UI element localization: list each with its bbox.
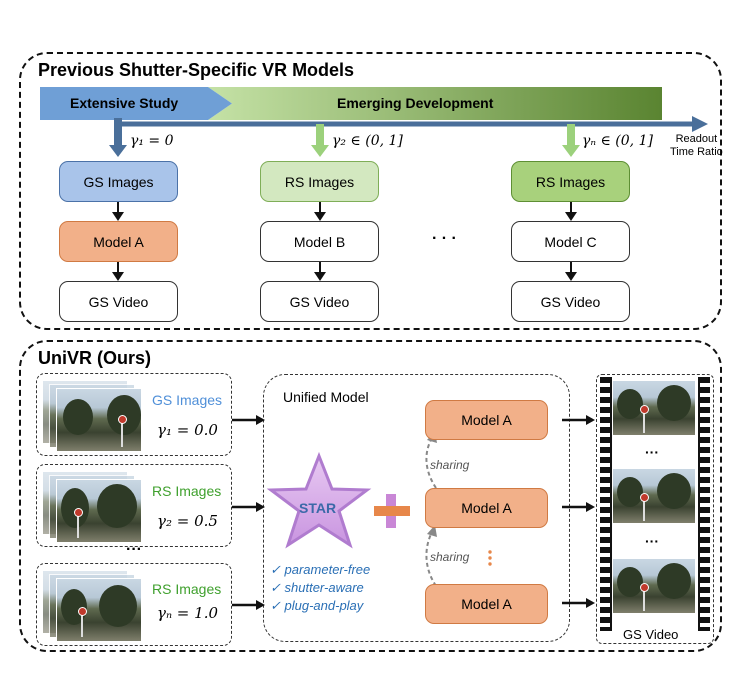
landscape-thumbnail [56, 388, 142, 452]
output-label: GS Video [620, 627, 682, 642]
input-frames-1 [42, 380, 142, 454]
landscape-thumbnail [56, 479, 142, 543]
feature-item: ✓ shutter-aware [270, 580, 364, 595]
input-label-3: RS Images [152, 581, 222, 597]
film-ellipsis-1: ··· [645, 444, 659, 460]
shared-model-3: Model A [425, 584, 548, 624]
univr-panel [19, 340, 722, 652]
axis-label-line1: Readout [675, 133, 718, 145]
axis-label: Readout Time Ratio [670, 133, 723, 159]
input-gamma-3: γₙ = 1.0 [157, 604, 219, 622]
star-shape [266, 451, 372, 549]
timeline-green-segment [208, 87, 662, 120]
previous-models-panel [19, 52, 722, 330]
col3-model-box: Model C [511, 221, 630, 262]
shared-model-2: Model A [425, 488, 548, 528]
readout-axis-arrowhead [692, 116, 708, 132]
output-frame-3 [612, 558, 696, 614]
output-frame-2 [612, 468, 696, 524]
gamma2-label: γ₂ ∈ (0, 1] [332, 133, 403, 149]
col2-input-box: RS Images [260, 161, 379, 202]
film-right-edge [698, 377, 710, 631]
col2-output-box: GS Video [260, 281, 379, 322]
col1-input-box: GS Images [59, 161, 178, 202]
input-gamma-1: γ₁ = 0.0 [157, 421, 218, 439]
sharing-label-2: sharing [430, 550, 470, 564]
input-gamma-2: γ₂ = 0.5 [157, 512, 218, 530]
input-group-2 [36, 464, 232, 547]
input-label-1: GS Images [152, 392, 223, 408]
feature-list: ✓ parameter-free ✓ shutter-aware ✓ plug-… [270, 561, 370, 615]
timeline-blue-segment [40, 87, 232, 120]
film-ellipsis-2: ··· [645, 533, 659, 549]
input-group-3 [36, 563, 232, 646]
timeline-right-label: Emerging Development [337, 95, 494, 111]
output-frame-1 [612, 380, 696, 436]
feature-item: ✓ plug-and-play [270, 598, 364, 613]
col1-model-box: Model A [59, 221, 178, 262]
shared-model-1: Model A [425, 400, 548, 440]
columns-ellipsis: · · · [432, 230, 457, 247]
previous-models-title: Previous Shutter-Specific VR Models [38, 60, 355, 80]
axis-label-line2: Time Ratio [670, 146, 723, 158]
sharing-label-1: sharing [430, 458, 470, 472]
inputs-ellipsis: ··· [126, 541, 142, 558]
landscape-thumbnail [56, 578, 142, 642]
col1-output-box: GS Video [59, 281, 178, 322]
output-film-strip [596, 374, 714, 644]
timeline-banner [40, 87, 708, 281]
film-left-edge [600, 377, 612, 631]
gamman-label: γₙ ∈ (0, 1] [582, 133, 653, 149]
gamma1-label: γ₁ = 0 [130, 133, 174, 149]
univr-title: UniVR (Ours) [38, 348, 152, 368]
plus-horizontal [374, 506, 410, 516]
input-group-1 [36, 373, 232, 456]
feature-item: ✓ parameter-free [270, 562, 371, 577]
col3-output-box: GS Video [511, 281, 630, 322]
col2-model-box: Model B [260, 221, 379, 262]
input-label-2: RS Images [152, 483, 222, 499]
col3-input-box: RS Images [511, 161, 630, 202]
timeline-left-label: Extensive Study [70, 95, 179, 111]
input-frames-3 [42, 570, 142, 644]
input-frames-2 [42, 471, 142, 545]
star-label: STAR [299, 500, 337, 516]
unified-model-label: Unified Model [283, 389, 369, 405]
